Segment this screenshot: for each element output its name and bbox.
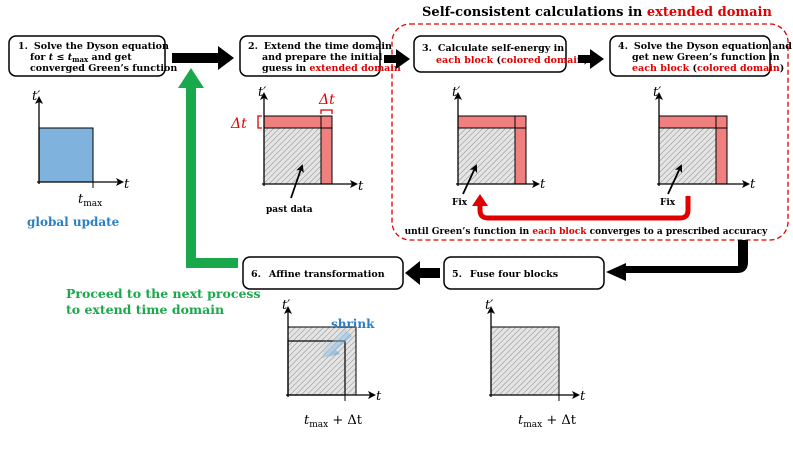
step-6-box: 6.Affine transformation	[242, 256, 404, 290]
svg-text:t: t	[358, 179, 364, 194]
svg-text:tmax + Δt: tmax + Δt	[304, 413, 363, 430]
svg-text:for t ≤ tmax and get: for t ≤ tmax and get	[30, 52, 132, 64]
svg-text:tmax: tmax	[78, 192, 102, 209]
svg-text:5.Fuse four blocks: 5.Fuse four blocks	[452, 269, 558, 280]
panel-1-plot: t′ t tmax global update	[27, 89, 130, 229]
svg-text:t′: t′	[452, 85, 460, 100]
arrow-4-to-5	[606, 240, 748, 281]
svg-text:1.Solve the Dyson equation: 1.Solve the Dyson equation	[18, 41, 169, 52]
svg-text:Fix: Fix	[452, 198, 468, 208]
svg-text:shrink: shrink	[331, 317, 375, 331]
arrow-2-to-3	[384, 49, 410, 69]
svg-text:t′: t′	[485, 298, 493, 313]
svg-text:3.Calculate self-energy in: 3.Calculate self-energy in	[422, 43, 564, 54]
svg-text:t: t	[750, 177, 756, 192]
svg-text:t: t	[124, 177, 130, 192]
svg-text:t: t	[376, 389, 382, 404]
proceed-caption-line2: to extend time domain	[66, 302, 224, 317]
svg-text:get new Green’s function in: get new Green’s function in	[632, 52, 780, 63]
convergence-loop-arrow	[477, 196, 691, 221]
convergence-loop-arrowhead	[472, 194, 488, 206]
svg-text:6.Affine transformation: 6.Affine transformation	[251, 269, 385, 280]
svg-text:t′: t′	[258, 85, 266, 100]
panel-4-plot: t′ t Fix	[653, 85, 756, 208]
panel-6-plot: shrink t′ t tmax + Δt	[282, 298, 382, 430]
convergence-caption: until Green’s function in each block con…	[405, 227, 769, 237]
svg-text:t′: t′	[32, 89, 40, 104]
svg-text:Fix: Fix	[660, 198, 676, 208]
shrink-arrow-icon	[322, 328, 352, 358]
green-loop-arrow	[178, 68, 238, 268]
panel-5-plot: t′ t tmax + Δt	[485, 298, 586, 430]
panel-2-plot: Δt Δt t′ t past data	[230, 85, 364, 215]
arrow-3-to-4	[578, 49, 604, 69]
step-4-box: 4.Solve the Dyson equation and get new G…	[609, 35, 792, 77]
svg-text:2.Extend the time domain: 2.Extend the time domain	[248, 41, 392, 52]
svg-text:and prepare the initial: and prepare the initial	[262, 52, 383, 63]
step-1-box: 1.Solve the Dyson equation for t ≤ tmax …	[8, 35, 177, 77]
svg-text:global update: global update	[27, 215, 120, 229]
svg-text:t′: t′	[653, 85, 661, 100]
proceed-caption-line1: Proceed to the next process	[66, 286, 260, 301]
panel-3-plot: t′ t Fix	[452, 85, 546, 208]
step-3-box: 3.Calculate self-energy in each block (c…	[413, 35, 588, 73]
step-2-box: 2.Extend the time domain and prepare the…	[239, 35, 401, 77]
svg-text:converged Green’s function: converged Green’s function	[30, 63, 177, 74]
arrow-1-to-2	[172, 46, 234, 70]
section-title: Self-consistent calculations in extended…	[422, 5, 772, 20]
svg-text:t: t	[540, 177, 546, 192]
step-5-box: 5.Fuse four blocks	[443, 256, 605, 290]
extended-domain-region	[391, 23, 789, 241]
arrow-5-to-6	[405, 261, 440, 285]
svg-text:t: t	[580, 389, 586, 404]
svg-text:guess in extended domain: guess in extended domain	[262, 63, 401, 74]
svg-text:each block (colored domain): each block (colored domain)	[632, 63, 784, 74]
svg-text:each block (colored domain): each block (colored domain)	[436, 55, 588, 66]
svg-text:4.Solve the Dyson equation and: 4.Solve the Dyson equation and	[618, 41, 792, 52]
svg-text:Δt: Δt	[318, 92, 335, 108]
svg-text:Δt: Δt	[230, 116, 247, 132]
svg-text:t′: t′	[282, 298, 290, 313]
svg-text:past data: past data	[266, 205, 313, 215]
svg-text:tmax + Δt: tmax + Δt	[518, 413, 577, 430]
